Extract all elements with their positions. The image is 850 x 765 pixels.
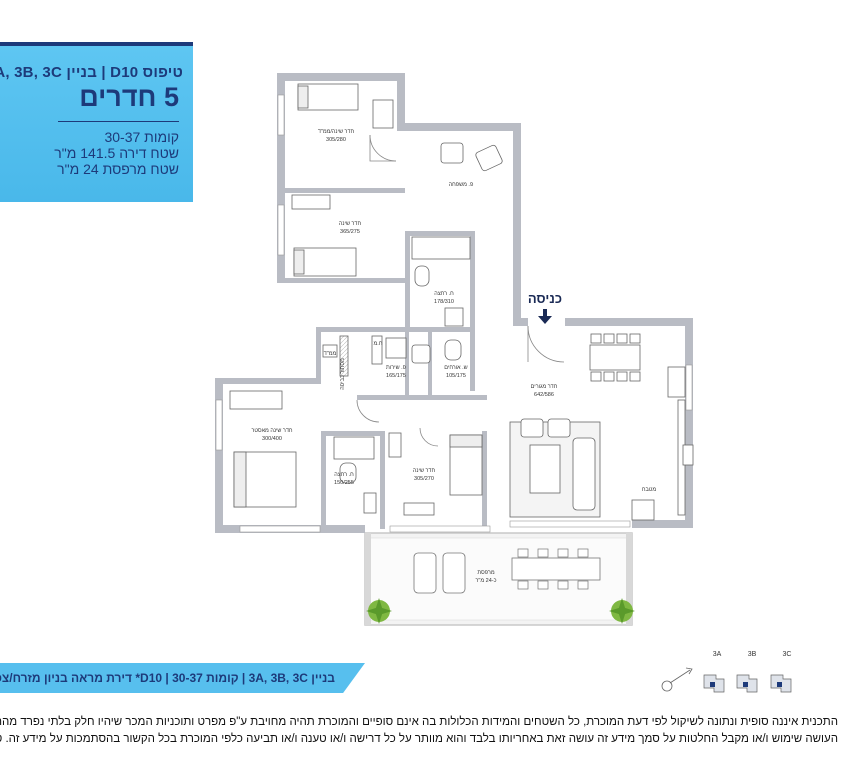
- apartment-info-panel: טיפוס D10 | בניין 3A, 3B, 3C 5 חדרים קומ…: [0, 46, 193, 202]
- room-size-balcony: כ-24 מ"ר: [475, 578, 496, 584]
- room-name-bedroom-b: חדר שינה: [413, 468, 436, 474]
- disclaimer-line-2: העושה שימוש ו/או מקבל החלטות על סמך מידע…: [0, 733, 838, 745]
- plant-icon: [609, 598, 635, 624]
- room-name-wc: ש. אורחים: [444, 365, 467, 371]
- room-size-wc: 105/175: [446, 373, 466, 379]
- key-plan: 3A 3B 3C: [661, 651, 792, 693]
- building-info-bar: בניין 3A, 3B, 3C | קומות 30-37 | D10* די…: [0, 663, 365, 693]
- room-name-bath-b: ח. רחצה: [334, 472, 354, 478]
- balcony: [364, 532, 635, 626]
- room-name-utility: פ. שירות: [386, 365, 407, 371]
- room-name-bath-a: ח. רחצה: [434, 291, 454, 297]
- keyplan-label-3a: 3A: [713, 651, 722, 658]
- panel-top-rule: [0, 42, 193, 46]
- rooms-title: 5 חדרים: [79, 82, 179, 112]
- floors-text: קומות 30-37: [104, 129, 179, 145]
- room-name-study: חדר שינה/ממ"ד: [318, 129, 355, 135]
- apartment-area-text: שטח דירה 141.5 מ"ר: [54, 145, 179, 161]
- room-name-mamad: ממ"ד: [324, 351, 337, 357]
- room-name-kitchen: מטבח: [642, 487, 657, 493]
- room-size-bath-b: 150/255: [334, 480, 354, 486]
- disclaimer-line-1: התכנית איננה סופית ונתונה לשיקול לפי דעת…: [0, 716, 838, 728]
- balcony-area-text: שטח מרפסת 24 מ"ר: [57, 161, 179, 177]
- windows: [215, 94, 693, 533]
- room-name-family: פ. משפחה: [449, 182, 474, 188]
- balcony-table: [511, 557, 601, 581]
- room-name-laundry: מסתור כביסה: [340, 358, 346, 390]
- room-size-utility: 165/175: [386, 373, 406, 379]
- furniture: [229, 83, 694, 521]
- plant-icon: [366, 598, 392, 624]
- room-size-bath-a: 178/310: [434, 299, 454, 305]
- room-name-bedroom-a: חדר שינה: [339, 221, 362, 227]
- room-name-master: חדר שינה מאסטר: [251, 428, 292, 434]
- building-info-text: בניין 3A, 3B, 3C | קומות 30-37 | D10* די…: [0, 671, 335, 685]
- room-size-study: 305/280: [326, 137, 346, 143]
- lounger: [413, 552, 437, 594]
- room-name-hh: ח.מ: [374, 341, 383, 347]
- doors: [356, 134, 565, 447]
- room-size-bedroom-b: 305/270: [414, 476, 434, 482]
- room-size-bedroom-a: 365/275: [340, 229, 360, 235]
- panel-divider: [58, 121, 179, 122]
- entrance-arrow-icon: [538, 309, 552, 324]
- room-name-balcony: מרפסת: [477, 570, 494, 576]
- lounger: [442, 552, 466, 594]
- type-line: טיפוס D10 | בניין 3A, 3B, 3C: [0, 64, 183, 81]
- room-name-living: חדר מגורים: [531, 384, 558, 390]
- entrance-label: כניסה: [528, 291, 562, 306]
- room-size-master: 300/400: [262, 436, 282, 442]
- keyplan-label-3b: 3B: [748, 651, 757, 658]
- room-size-living: 642/586: [534, 392, 554, 398]
- compass-icon: [661, 667, 693, 692]
- keyplan-label-3c: 3C: [783, 651, 792, 658]
